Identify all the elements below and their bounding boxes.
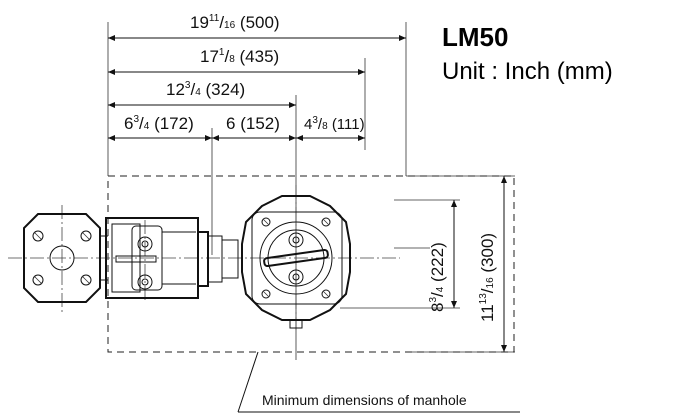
dim-height-300: 1113/16 (300) <box>478 233 497 322</box>
coupling <box>197 231 239 287</box>
dim-overall-width: 1911/16 (500) <box>190 13 280 32</box>
manhole-note: Minimum dimensions of manhole <box>262 392 467 408</box>
dim-width-172: 63/4 (172) <box>124 114 194 133</box>
manhole-callout-leader <box>237 351 520 413</box>
unit-label: Unit : Inch (mm) <box>442 58 613 85</box>
manhole-outline <box>107 175 515 353</box>
dim-width-111: 43/8 (111) <box>304 115 365 133</box>
dim-height-222: 83/4 (222) <box>428 242 447 312</box>
dim-width-435: 171/8 (435) <box>200 47 279 66</box>
center-lines <box>8 185 400 330</box>
dim-width-152: 6 (152) <box>226 114 280 133</box>
horizontal-dimension-lines <box>108 35 406 141</box>
model-title: LM50 <box>442 22 509 52</box>
strainer-body <box>105 217 199 299</box>
dim-width-324: 123/4 (324) <box>166 80 245 99</box>
register-head <box>241 195 351 329</box>
vertical-dimension-lines <box>451 176 507 352</box>
extension-lines <box>107 22 515 360</box>
